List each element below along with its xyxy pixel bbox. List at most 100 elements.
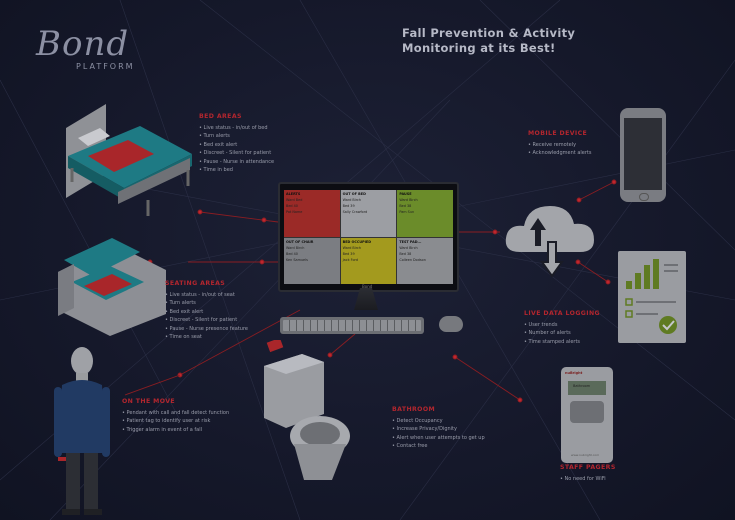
list-item: Bed exit alert xyxy=(199,141,274,149)
tile-bed: Bed 38 xyxy=(399,251,412,256)
section-live-data-logging: LIVE DATA LOGGING User trends Number of … xyxy=(524,310,600,346)
list-item: Turn alerts xyxy=(199,132,274,140)
phone-home-button xyxy=(639,193,649,201)
report-document xyxy=(618,251,686,343)
tile-header: OUT OF CHAIR xyxy=(286,239,314,244)
status-tile[interactable]: BED OCCUPIED Ward Birch Bed 39 Jack Ford xyxy=(340,237,397,284)
list-item: User trends xyxy=(524,321,600,329)
tile-bed: Bed 40 xyxy=(286,251,298,256)
tile-bed: Bed 38 xyxy=(399,204,412,208)
list-item: Pause - Nurse presence feature xyxy=(165,325,248,333)
section-list: Live status - in/out of bed Turn alerts … xyxy=(199,124,275,174)
tile-ward: Ward Birch xyxy=(399,198,418,202)
list-item: Receive remotely xyxy=(528,141,591,149)
keyboard-keys xyxy=(283,320,421,331)
tile-header: BED OCCUPIED xyxy=(342,239,372,244)
list-item: Bed exit alert xyxy=(165,308,248,316)
cloud-sync-icon xyxy=(505,206,594,278)
tile-ward: Ward Birch xyxy=(342,245,362,250)
tile-patient: Colleen Dodson xyxy=(399,257,426,262)
list-item: Pendant with call and fall detect functi… xyxy=(122,409,230,417)
section-list: Live status - in/out of seat Turn alerts… xyxy=(165,291,248,341)
section-list: Receive remotely Acknowledgment alerts xyxy=(528,141,592,158)
section-title: SEATING AREAS xyxy=(165,280,226,287)
list-item: Discreet - Silent for patient xyxy=(199,149,274,157)
person-illustration xyxy=(54,347,110,515)
pager-keys xyxy=(570,401,604,423)
section-seating-areas: SEATING AREAS Live status - in/out of se… xyxy=(165,280,248,341)
section-on-the-move: ON THE MOVE Pendant with call and fall d… xyxy=(122,398,229,434)
tile-bed: Bed 39 xyxy=(342,251,355,256)
list-item: Live status - in/out of bed xyxy=(199,124,274,132)
tile-patient: Pat Name xyxy=(286,210,303,214)
tile-patient: Pam Sun xyxy=(399,210,415,214)
list-item: Turn alerts xyxy=(165,299,248,307)
list-item: Increase Privacy/Dignity xyxy=(392,425,485,433)
tile-ward: Ward Bed xyxy=(286,198,303,202)
headline-line2: Monitoring at its Best! xyxy=(402,41,556,55)
status-tile[interactable]: ALERTS Ward Bed Bed 40 Pat Name xyxy=(284,190,340,237)
tile-ward: Ward Birch xyxy=(286,245,305,250)
list-item: Live status - in/out of seat xyxy=(165,291,248,299)
list-item: Patient tag to identify user at risk xyxy=(122,417,229,425)
list-item: Alert when user attempts to get up xyxy=(392,434,485,442)
section-title: LIVE DATA LOGGING xyxy=(524,310,601,317)
list-item: Contact free xyxy=(392,442,485,450)
list-item: Time in bed xyxy=(199,166,274,174)
section-list: Detect Occupancy Increase Privacy/Dignit… xyxy=(392,417,485,451)
mouse xyxy=(439,316,463,332)
status-tile[interactable]: TEST PAD... Ward Birch Bed 38 Colleen Do… xyxy=(397,237,453,284)
list-item: Trigger alarm in event of a fall xyxy=(122,426,229,434)
tile-ward: Ward Birch xyxy=(399,245,418,250)
section-title: BATHROOM xyxy=(392,406,436,413)
list-item: Time stamped alerts xyxy=(524,338,600,346)
monitor: ALERTS Ward Bed Bed 40 Pat Name OUT OF B… xyxy=(278,182,459,292)
section-mobile-device: MOBILE DEVICE Receive remotely Acknowled… xyxy=(528,130,591,158)
section-title: BED AREAS xyxy=(199,113,242,120)
list-item: No need for WiFi xyxy=(560,475,616,483)
tile-bed: Bed 40 xyxy=(286,204,298,208)
section-title: STAFF PAGERS xyxy=(560,464,616,471)
section-title: MOBILE DEVICE xyxy=(528,130,588,137)
section-bed-areas: BED AREAS Live status - in/out of bed Tu… xyxy=(199,113,274,174)
headline: Fall Prevention & Activity Monitoring at… xyxy=(402,26,602,56)
chair-illustration xyxy=(58,238,166,336)
monitor-stand xyxy=(354,288,378,310)
logo-script: Bond xyxy=(36,24,130,64)
list-item: Time on seat xyxy=(165,333,248,341)
pager-illustration: nuBright Bathroom www.nubright.com xyxy=(561,367,613,463)
section-list: No need for WiFi xyxy=(560,475,616,483)
pager-site: www.nubright.com xyxy=(571,453,600,457)
list-item: Acknowledgment alerts xyxy=(528,149,592,157)
tile-header: OUT OF BED xyxy=(342,192,366,196)
headline-line1: Fall Prevention & Activity xyxy=(402,26,576,40)
status-tile[interactable]: PAUSE Ward Birch Bed 38 Pam Sun xyxy=(397,190,453,237)
section-title: ON THE MOVE xyxy=(122,398,176,405)
tile-bed: Bed 39 xyxy=(342,204,355,208)
section-staff-pagers: STAFF PAGERS No need for WiFi xyxy=(560,464,616,483)
tile-patient: Sally Crawford xyxy=(342,210,368,214)
list-item: Pause - Nurse in attendance xyxy=(199,158,275,166)
monitor-brand: Bond xyxy=(362,284,373,289)
tile-ward: Ward Birch xyxy=(342,198,362,202)
pager-screen-text: Bathroom xyxy=(573,384,591,388)
section-list: User trends Number of alerts Time stampe… xyxy=(524,321,600,346)
list-item: Detect Occupancy xyxy=(392,417,485,425)
section-list: Pendant with call and fall detect functi… xyxy=(122,409,230,434)
tile-header: PAUSE xyxy=(399,192,412,196)
section-bathroom: BATHROOM Detect Occupancy Increase Priva… xyxy=(392,406,485,451)
tile-patient: Ken Samuels xyxy=(286,257,308,262)
monitor-screen: ALERTS Ward Bed Bed 40 Pat Name OUT OF B… xyxy=(284,190,453,284)
tile-patient: Jack Ford xyxy=(342,257,359,262)
pager-brand: nuBright xyxy=(565,371,583,375)
tile-header: TEST PAD... xyxy=(399,239,422,244)
bed-illustration xyxy=(66,104,192,216)
status-tile[interactable]: OUT OF BED Ward Birch Bed 39 Sally Crawf… xyxy=(340,190,397,237)
report-graphics xyxy=(625,259,678,334)
keyboard xyxy=(280,317,424,334)
phone-illustration xyxy=(620,108,666,202)
toilet-illustration xyxy=(264,340,350,480)
list-item: Number of alerts xyxy=(524,329,600,337)
status-tile[interactable]: OUT OF CHAIR Ward Birch Bed 40 Ken Samue… xyxy=(284,237,340,284)
